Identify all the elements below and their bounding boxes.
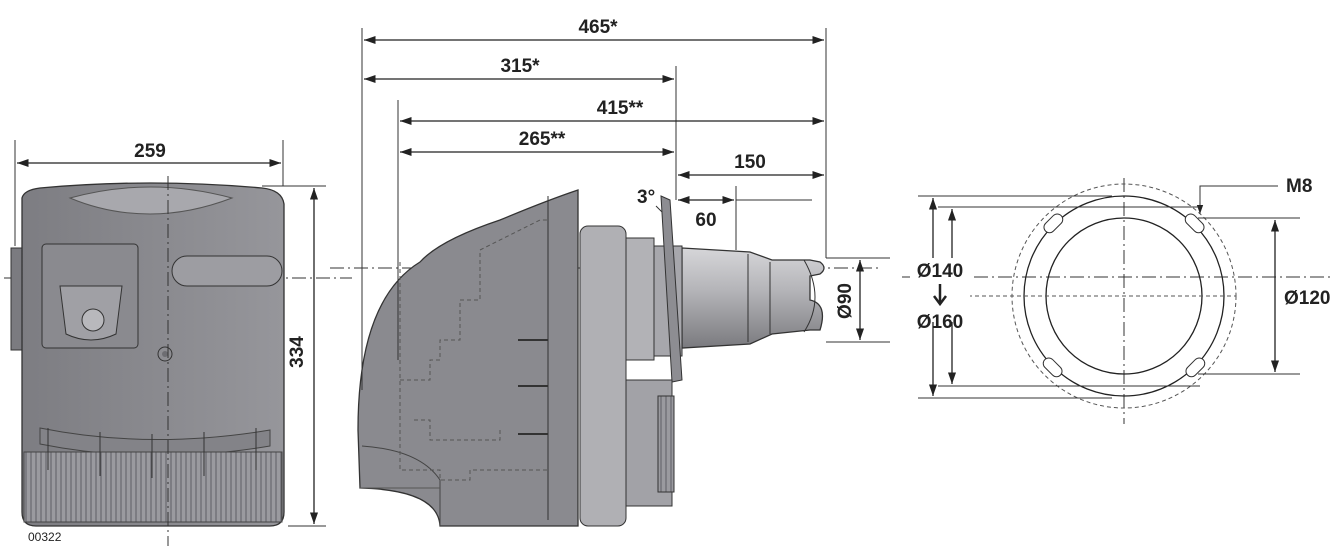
flange-ring [623, 237, 655, 361]
side-window [171, 255, 283, 287]
front-height-label: 334 [287, 336, 308, 368]
hole-diameter-label: Ø120 [1284, 288, 1330, 309]
tube-diameter-label: Ø90 [835, 283, 856, 319]
bolt-hole-icon-bottom-right [1185, 357, 1206, 378]
air-intake-grille [23, 451, 283, 523]
bolt-hole-icon-top-left [1043, 213, 1064, 234]
front-view: 259 334 00322 [4, 140, 352, 546]
mounting-flange [660, 195, 683, 383]
top-cover-ridge [68, 186, 234, 215]
total-short-label: 415** [597, 98, 644, 119]
screw-head-icon [162, 351, 168, 357]
thread-leader [1196, 185, 1278, 214]
connector-plug [657, 395, 675, 493]
reset-button-icon [81, 308, 105, 332]
hidden-fan-outline [399, 262, 548, 481]
bolt-hole-icon-bottom-left [1042, 357, 1063, 378]
flange-hole-view: M8 Ø140 Ø160 Ø120 [902, 176, 1332, 424]
drawing-code: 00322 [28, 530, 62, 544]
side-view: 465* 315* 415** 265** 150 60 3° Ø90 [330, 17, 890, 527]
total-long-label: 465* [578, 17, 618, 38]
bolt-hole-icon-top-right [1184, 213, 1205, 234]
tube-length-label: 150 [734, 152, 766, 173]
bolt-circle-min-label: Ø140 [917, 261, 963, 282]
body-long-label: 315* [500, 56, 540, 77]
bolt-circle-max-label: Ø160 [917, 312, 963, 333]
front-width-label: 259 [134, 141, 166, 162]
blast-tube [681, 247, 825, 349]
thread-label: M8 [1286, 176, 1312, 197]
side-bracket [10, 247, 24, 351]
flange-offset-label: 60 [695, 210, 716, 231]
rear-cover [579, 225, 627, 527]
body-short-label: 265** [519, 129, 566, 150]
flange-angle-label: 3° [637, 187, 655, 208]
burner-body [357, 189, 579, 527]
